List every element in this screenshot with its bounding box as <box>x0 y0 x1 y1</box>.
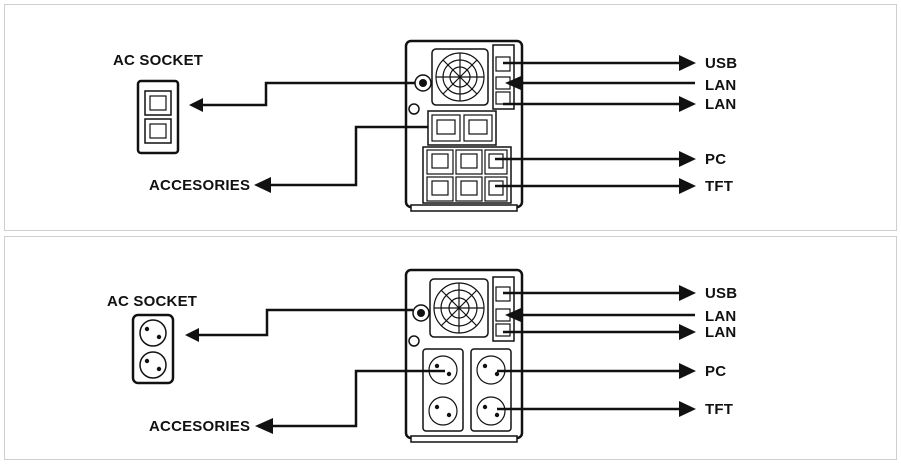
pc-label: PC <box>705 151 726 168</box>
connection-diagram-schuko: AC SOCKET <box>107 268 737 443</box>
connection-diagram-us: AC SOCKET <box>113 39 737 212</box>
lan-in-label: LAN <box>705 308 736 325</box>
ups-rear-panel-schuko <box>404 268 524 443</box>
diagram-panel-us: AC SOCKET <box>4 4 897 231</box>
tft-label: TFT <box>705 401 733 418</box>
ups-rear-panel-us <box>404 39 524 212</box>
connection-lines-schuko <box>185 285 696 434</box>
accessories-label: ACCESORIES <box>149 418 250 435</box>
ac-socket-label: AC SOCKET <box>107 293 197 310</box>
ac-socket-schuko <box>131 313 175 385</box>
usb-label: USB <box>705 285 737 302</box>
tft-label: TFT <box>705 178 733 195</box>
diagram-panel-schuko: AC SOCKET <box>4 236 897 460</box>
ac-socket-label: AC SOCKET <box>113 52 203 69</box>
lan-in-label: LAN <box>705 77 736 94</box>
ac-socket-us <box>136 79 180 155</box>
usb-label: USB <box>705 55 737 72</box>
lan-out-label: LAN <box>705 324 736 341</box>
connection-lines-us <box>189 55 696 194</box>
pc-label: PC <box>705 363 726 380</box>
accessories-label: ACCESORIES <box>149 177 250 194</box>
lan-out-label: LAN <box>705 96 736 113</box>
